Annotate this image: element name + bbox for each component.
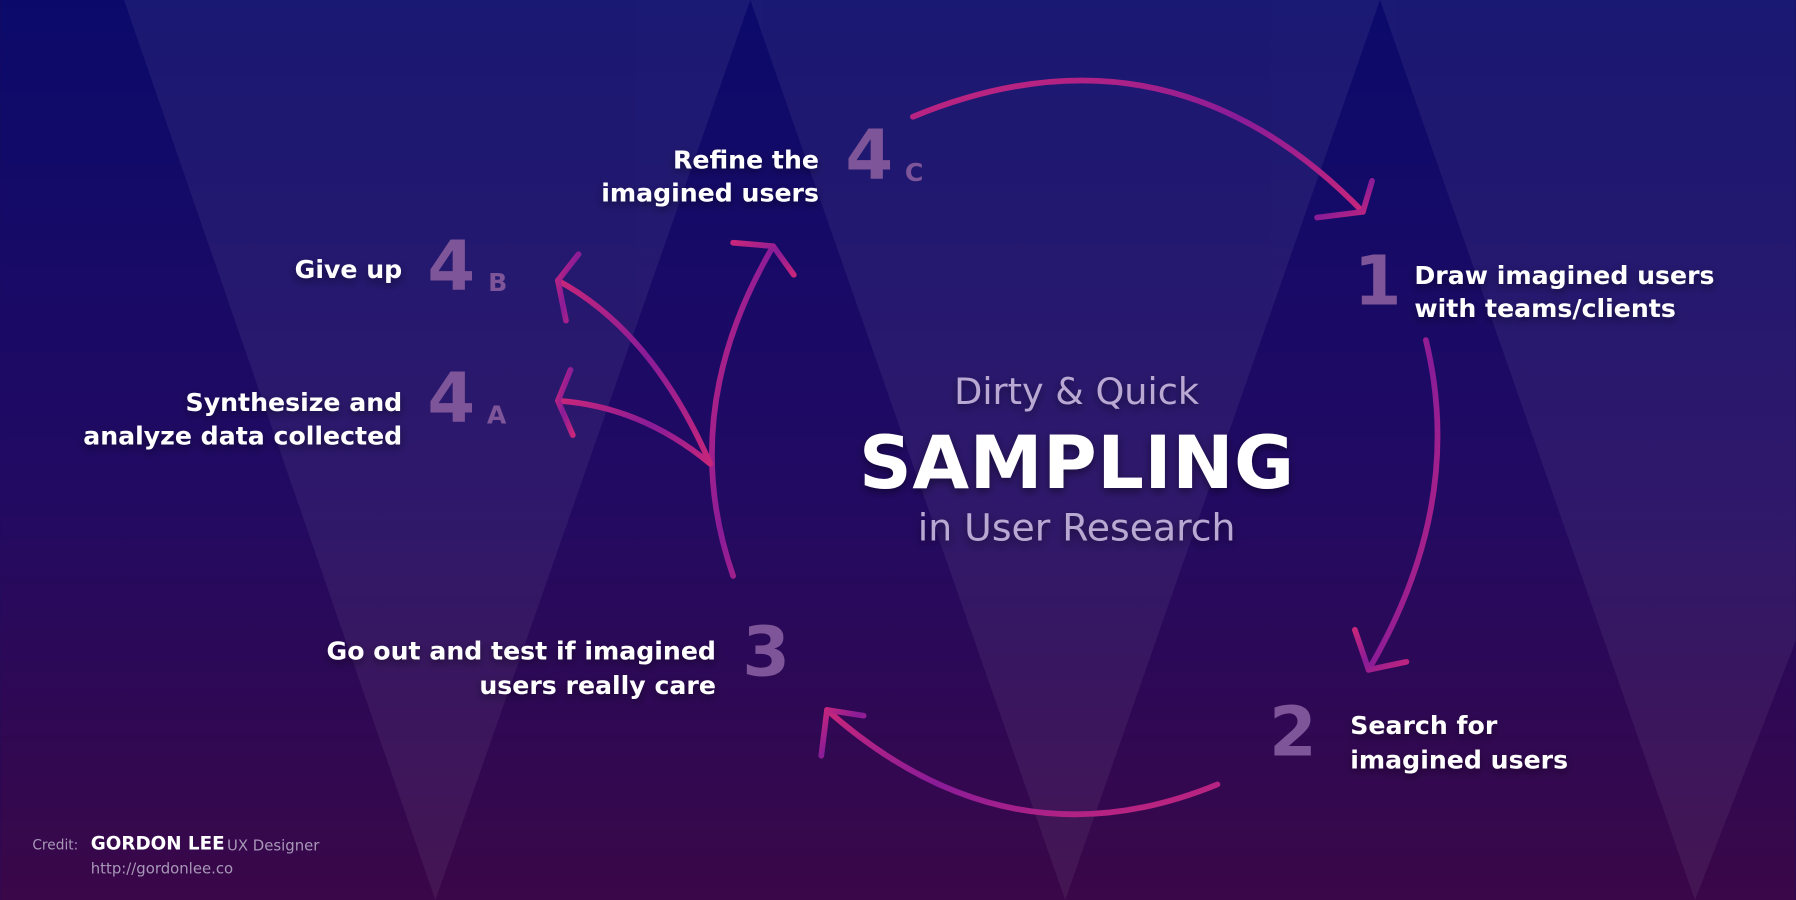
center-title: Dirty & Quick SAMPLING in User Research — [859, 370, 1294, 549]
step-suffix: A — [487, 401, 507, 430]
credit-name: GORDON LEE — [91, 834, 225, 855]
step-number: 4 — [845, 116, 893, 196]
arrow-2-to-3 — [824, 707, 1221, 818]
arrowhead-4c — [730, 239, 797, 278]
step-label-line1: Search for — [1350, 711, 1498, 740]
step-label-line2: users really care — [479, 671, 716, 700]
step-label-line2: imagined users — [601, 179, 819, 208]
credit-role: UX Designer — [227, 837, 320, 855]
step-4a: 4 A Synthesize and analyze data collecte… — [83, 358, 507, 450]
arrowhead-3 — [818, 707, 867, 759]
step-number: 3 — [742, 613, 790, 693]
step-label-line2: with teams/clients — [1414, 294, 1675, 323]
step-4b: 4 B Give up — [295, 227, 508, 307]
step-label-line1: Refine the — [673, 145, 819, 174]
step-label-line2: imagined users — [1350, 745, 1568, 774]
step-label-line1: Give up — [295, 255, 403, 284]
step-label-line1: Synthesize and — [186, 388, 403, 417]
arrow-3-to-4a — [555, 397, 714, 467]
arrow-4c-to-1 — [910, 77, 1366, 215]
step-label-line2: analyze data collected — [83, 421, 402, 450]
arrowhead-4a — [555, 366, 576, 438]
arrowhead-2 — [1352, 626, 1410, 673]
arrow-3-to-4c — [709, 243, 777, 579]
step-suffix: C — [905, 158, 924, 187]
step-1: 1 Draw imagined users with teams/clients — [1354, 242, 1715, 324]
arrowhead-4b — [555, 251, 582, 324]
title-post: in User Research — [918, 505, 1236, 549]
step-number: 2 — [1269, 693, 1317, 773]
step-label-line1: Go out and test if imagined — [327, 637, 716, 666]
credit-url[interactable]: http://gordonlee.co — [91, 860, 233, 878]
step-4c: 4 C Refine the imagined users — [601, 116, 923, 208]
step-number: 4 — [427, 227, 475, 307]
arrow-1-to-2 — [1365, 337, 1441, 673]
step-3: 3 Go out and test if imagined users real… — [327, 613, 791, 700]
step-suffix: B — [488, 268, 507, 297]
step-number: 1 — [1354, 242, 1402, 322]
title-main: SAMPLING — [859, 421, 1294, 506]
arrow-3-to-4b — [555, 277, 714, 467]
step-label-line1: Draw imagined users — [1414, 261, 1714, 290]
arrowhead-1 — [1314, 178, 1375, 221]
background-triangles — [123, 0, 1796, 900]
step-2: 2 Search for imagined users — [1269, 693, 1568, 775]
credit-label: Credit: — [32, 838, 78, 854]
title-pre: Dirty & Quick — [954, 370, 1200, 413]
step-number: 4 — [427, 358, 475, 438]
credit: Credit: GORDON LEE UX Designer http://go… — [32, 834, 320, 878]
cycle-arrows — [555, 77, 1441, 818]
